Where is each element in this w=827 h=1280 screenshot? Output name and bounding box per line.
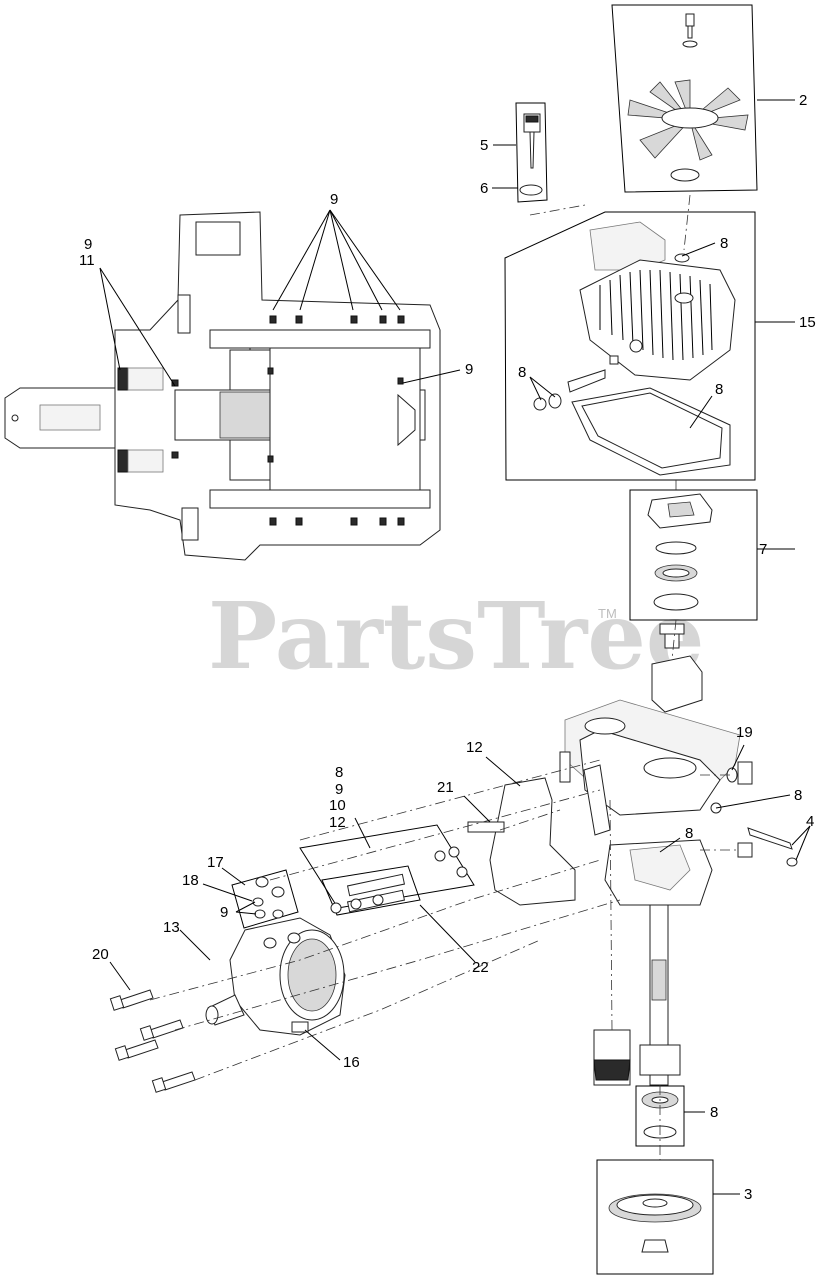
callout-8-cover-top: 8 (720, 235, 728, 252)
callout-10: 10 (329, 797, 346, 814)
hydraulic-motor (205, 917, 346, 1036)
callout-12-bracket: 12 (466, 739, 483, 756)
fan-group-box (611, 4, 758, 193)
filter-kit-box (299, 824, 475, 916)
watermark-text: PartsTree (208, 582, 704, 690)
callout-18: 18 (182, 872, 199, 889)
callout-16: 16 (343, 1054, 360, 1071)
callout-9-top: 9 (330, 191, 338, 208)
center-housing (564, 623, 741, 1086)
cross-section-assembly (4, 211, 441, 561)
callout-9-right: 9 (465, 361, 473, 378)
control-arm-parts (710, 761, 798, 867)
callout-8-bearing: 8 (710, 1104, 718, 1121)
watermark-trademark: TM (598, 606, 617, 621)
callout-13: 13 (163, 919, 180, 936)
callout-8-center: 8 (685, 825, 693, 842)
callout-8-kit: 8 (335, 764, 343, 781)
callout-9-fitting: 9 (220, 904, 228, 921)
callout-17: 17 (207, 854, 224, 871)
callout-12-kit: 12 (329, 814, 346, 831)
callout-4: 4 (806, 813, 814, 830)
callout-6: 6 (480, 180, 488, 197)
leader-lines (99, 99, 811, 1195)
pump-bracket (467, 751, 611, 906)
callout-2: 2 (799, 92, 807, 109)
fan-assembly (611, 4, 758, 193)
callout-20: 20 (92, 946, 109, 963)
callout-8-right: 8 (794, 787, 802, 804)
assembly-centerlines (149, 194, 740, 1160)
pulley-group (596, 1159, 714, 1275)
fitting-kit-box (231, 869, 299, 929)
callout-11: 11 (79, 252, 95, 269)
dipstick-assembly (515, 102, 548, 203)
callout-19: 19 (736, 724, 753, 741)
callout-9-kit: 9 (335, 781, 343, 798)
housing-cover-group (504, 211, 756, 481)
bolts-20 (109, 989, 196, 1093)
callout-3: 3 (744, 1186, 752, 1203)
callout-22: 22 (472, 959, 489, 976)
callout-8-cover-left: 8 (518, 364, 526, 381)
callout-8-gasket: 8 (715, 381, 723, 398)
callout-7: 7 (759, 541, 767, 558)
callout-5: 5 (480, 137, 488, 154)
callout-9-left: 9 (84, 236, 92, 253)
callout-labels: 2 3 4 5 6 7 8 8 8 8 8 8 8 9 9 9 9 9 10 1… (79, 92, 816, 1203)
callout-15: 15 (799, 314, 816, 331)
partstree-watermark: PartsTree TM (208, 582, 704, 690)
callout-21: 21 (437, 779, 454, 796)
thrust-bearing-group (629, 489, 758, 621)
